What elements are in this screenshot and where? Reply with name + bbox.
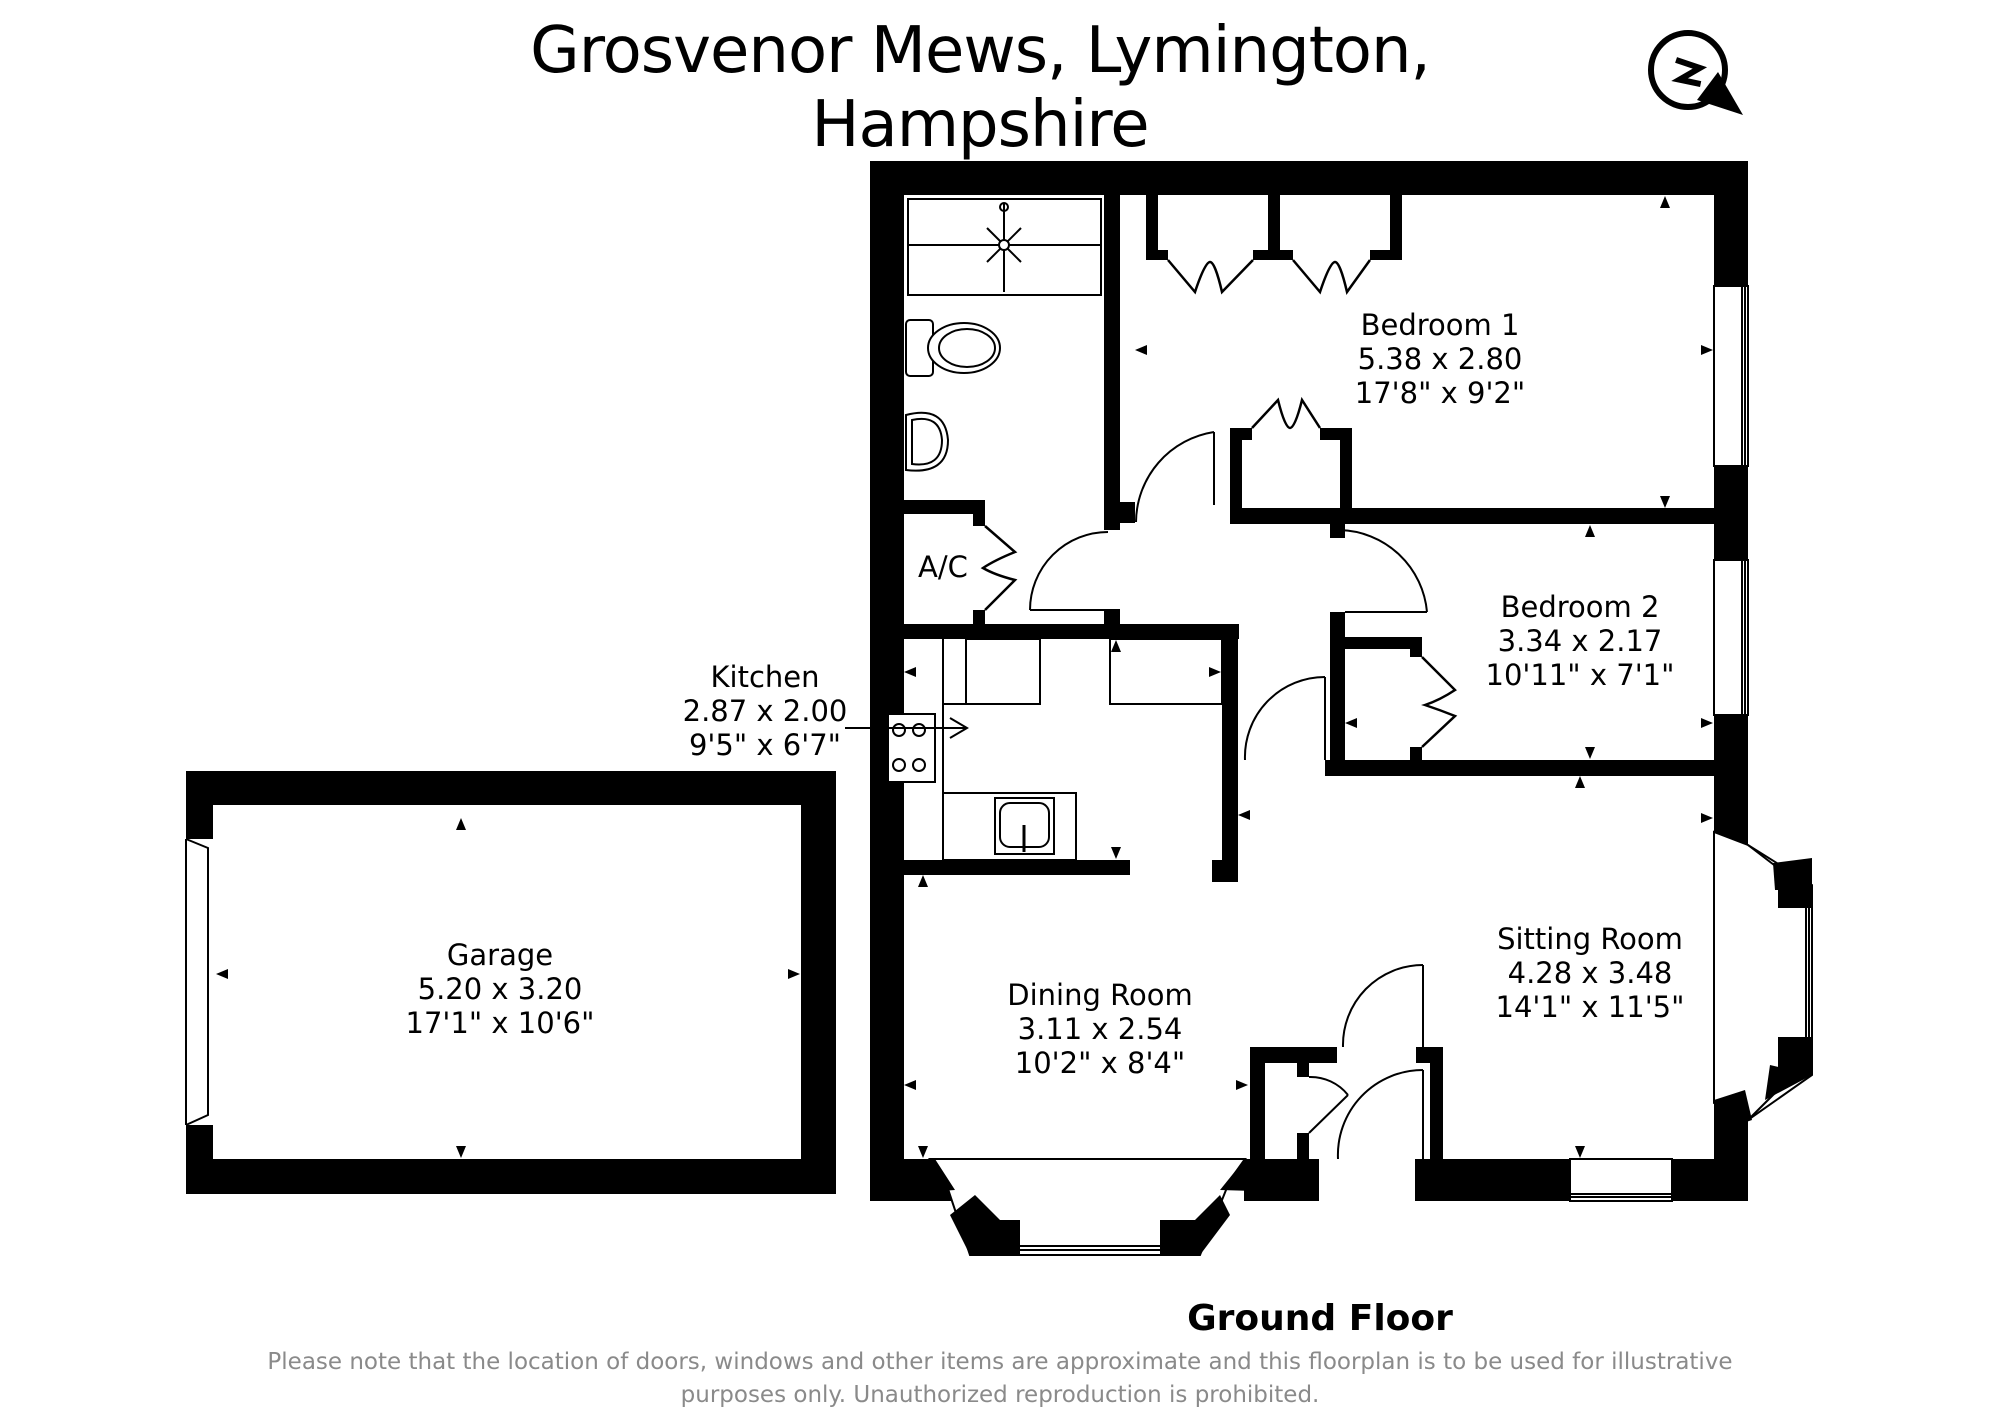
room-size-metric: 5.20 x 3.20: [417, 972, 583, 1006]
sitting-room-bay-window: [1713, 815, 1813, 1133]
wardrobe-doors: [980, 259, 1458, 748]
outer-walls: [870, 161, 1748, 1201]
room-label-airing-cupboard: A/C: [918, 550, 968, 584]
page-title: Grosvenor Mews, Lymington, Hampshire: [530, 14, 1431, 162]
floor-label: Ground Floor: [1187, 1298, 1453, 1339]
room-label-garage: Garage 5.20 x 3.20 17'1" x 10'6": [370, 938, 630, 1040]
room-size-imperial: 14'1" x 11'5": [1495, 990, 1685, 1024]
garage-walls: [186, 771, 836, 1194]
north-compass-icon: [1648, 30, 1743, 115]
room-size-metric: 3.34 x 2.17: [1497, 624, 1663, 658]
room-label-bedroom-2: Bedroom 2 3.34 x 2.17 10'11" x 7'1": [1460, 590, 1700, 692]
room-size-imperial: 10'11" x 7'1": [1485, 658, 1675, 692]
toilet-icon: [905, 319, 1001, 377]
room-name: Dining Room: [1007, 978, 1193, 1012]
hob-icon: [887, 713, 936, 783]
measurement-arrows: [216, 196, 1713, 1158]
room-size-metric: 2.87 x 2.00: [682, 694, 848, 728]
room-name: Bedroom 1: [1360, 308, 1520, 342]
room-name: Garage: [446, 938, 554, 972]
room-size-imperial: 10'2" x 8'4": [1014, 1046, 1186, 1080]
disclaimer: Please note that the location of doors, …: [250, 1346, 1750, 1412]
room-name: Sitting Room: [1497, 922, 1683, 956]
shower-tray: [907, 198, 1102, 296]
kitchen-units: [942, 638, 1223, 861]
disclaimer-line-1: Please note that the location of doors, …: [267, 1349, 1733, 1375]
room-label-kitchen: Kitchen 2.87 x 2.00 9'5" x 6'7": [660, 660, 870, 762]
windows: [1569, 285, 1749, 1202]
room-name: Kitchen: [710, 660, 820, 694]
interior-walls: [904, 195, 1714, 1201]
room-label-sitting-room: Sitting Room 4.28 x 3.48 14'1" x 11'5": [1460, 922, 1720, 1024]
kitchen-pointer-arrow: [845, 717, 969, 739]
doors: [1029, 431, 1428, 1160]
room-size-imperial: 17'1" x 10'6": [405, 1006, 595, 1040]
dining-room-bay-window: [870, 1158, 1290, 1256]
basin-icon: [905, 411, 950, 472]
sink-icon: [994, 797, 1055, 855]
room-label-dining-room: Dining Room 3.11 x 2.54 10'2" x 8'4": [970, 978, 1230, 1080]
room-label-bedroom-1: Bedroom 1 5.38 x 2.80 17'8" x 9'2": [1320, 308, 1560, 410]
room-size-metric: 4.28 x 3.48: [1507, 956, 1673, 990]
disclaimer-line-2: purposes only. Unauthorized reproduction…: [680, 1382, 1320, 1408]
room-size-imperial: 9'5" x 6'7": [688, 728, 842, 762]
room-size-imperial: 17'8" x 9'2": [1354, 376, 1526, 410]
room-name: Bedroom 2: [1500, 590, 1660, 624]
room-size-metric: 3.11 x 2.54: [1017, 1012, 1183, 1046]
garage-door: [185, 838, 209, 1126]
room-size-metric: 5.38 x 2.80: [1357, 342, 1523, 376]
